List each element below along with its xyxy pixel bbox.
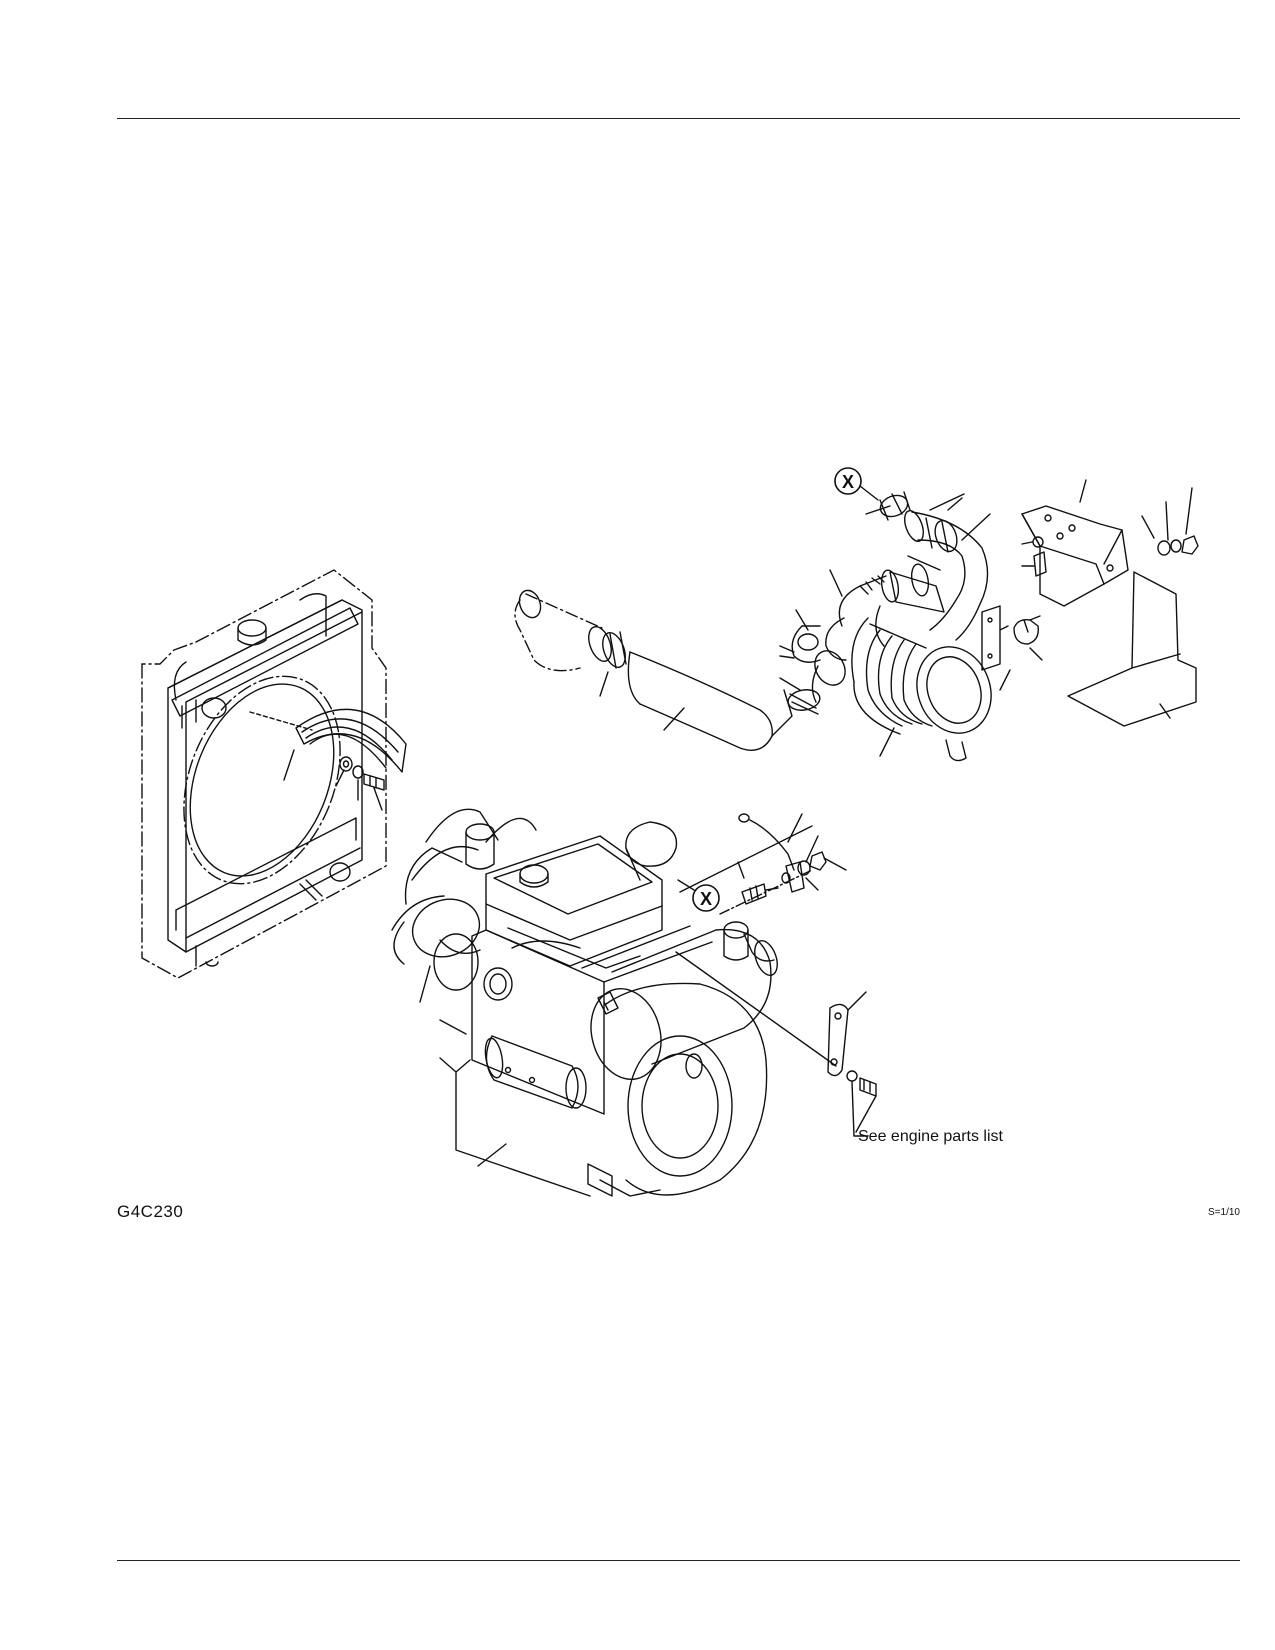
cleaner-bracket bbox=[981, 479, 1199, 727]
scale-label: S=1/10 bbox=[1208, 1207, 1240, 1218]
callout-x-upper: X bbox=[834, 467, 879, 501]
callout-x-upper-label: X bbox=[842, 472, 854, 492]
engine-block bbox=[391, 808, 877, 1197]
figure-code: G4C230 bbox=[117, 1202, 184, 1221]
ground-cable bbox=[737, 813, 847, 905]
elbow-hose bbox=[865, 491, 991, 647]
radiator-assembly bbox=[141, 569, 407, 979]
callout-x-lower: X bbox=[677, 879, 720, 912]
bottom-rule bbox=[117, 1560, 1240, 1561]
engine-parts-note: See engine parts list bbox=[858, 1128, 1004, 1145]
callout-x-lower-label: X bbox=[700, 889, 712, 909]
top-rule bbox=[117, 118, 1240, 119]
intake-hose bbox=[514, 589, 821, 751]
air-cleaner bbox=[811, 617, 992, 762]
restriction-indicator bbox=[779, 569, 887, 663]
